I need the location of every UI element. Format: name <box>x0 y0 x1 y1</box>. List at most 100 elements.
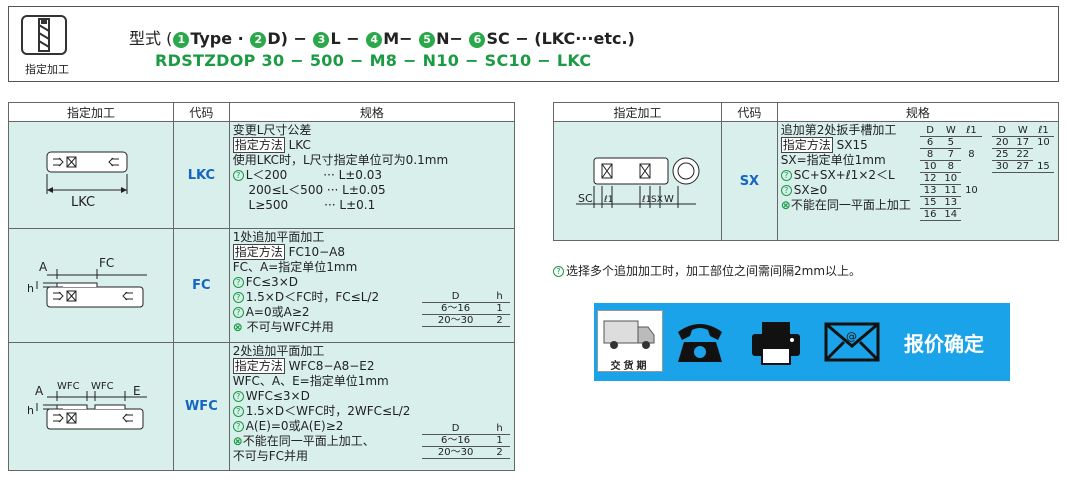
svg-text:ℓ1: ℓ1 <box>641 195 651 205</box>
header-code: 代码 <box>720 102 778 122</box>
code-fc: FC <box>172 228 230 343</box>
header-spec: 规格 <box>776 102 1060 122</box>
spec-fc: 1处追加平面加工 指定方法 FC10−A8 FC、A=指定单位1mm ?FC≤3… <box>228 228 516 343</box>
right-spec-table: 指定加工 代码 规格 SC ℓ1 ℓ1 SX W SX 追加第2处扳手 <box>553 102 1060 241</box>
svg-text:ℓ1: ℓ1 <box>603 195 613 205</box>
svg-text:FC: FC <box>99 256 114 270</box>
spec-lkc: 变更L尺寸公差 指定方法 LKC 使用LKC时，L尺寸指定单位可为0.1mm ?… <box>228 121 516 229</box>
check-icon: ? <box>232 406 244 417</box>
spec-line: ⊗不能在同一平面上加工、 <box>232 434 375 448</box>
sx-figure: SC ℓ1 ℓ1 SX W <box>553 121 722 241</box>
header-code: 代码 <box>172 102 230 122</box>
spec-line: ?FC≤3×D <box>232 275 511 290</box>
spec-line: ⊗不能在同一平面上加工 <box>780 198 911 212</box>
check-icon: ? <box>780 185 792 196</box>
lkc-figure: LKC <box>8 121 174 229</box>
spec-line: 指定方法 SX15 <box>780 137 868 153</box>
spec-line: 指定方法 WFC8−A8−E2 <box>232 358 375 374</box>
model-example: RDSTZDOP 30 − 500 − M8 − N10 − SC10 − LK… <box>155 51 592 70</box>
code-sx: SX <box>720 121 778 241</box>
check-icon: ? <box>232 391 244 402</box>
left-spec-table: 指定加工 代码 规格 LKC LKC 变更L尺寸公差 指定方法 LKC 使用LK… <box>8 102 516 471</box>
spec-line: 使用LKC时，L尺寸指定单位可为0.1mm <box>232 153 449 167</box>
svg-text:h: h <box>27 282 34 295</box>
svg-text:E: E <box>133 384 141 398</box>
check-icon: ? <box>553 266 564 277</box>
lkc-fig-label: LKC <box>71 195 95 210</box>
fax-printer-icon[interactable] <box>748 318 804 366</box>
spec-sx: 追加第2处扳手槽加工 指定方法 SX15 SX=指定单位1mm ?SC+SX+ℓ… <box>776 121 1060 241</box>
delivery-time-button[interactable]: 交货期 <box>597 310 663 372</box>
spec-line: SX=指定单位1mm <box>780 153 886 167</box>
check-icon: ? <box>232 277 244 288</box>
wfc-figure: A WFC WFC E h <box>8 342 174 471</box>
spec-line: 指定方法 FC10−A8 <box>232 244 346 260</box>
spec-line: ?1.5×D＜WFC时，2WFC≤L/2 <box>232 404 511 419</box>
header-process: 指定加工 <box>553 102 722 122</box>
spec-line: ?SX≥0 <box>780 183 1055 198</box>
spec-wfc: 2处追加平面加工 指定方法 WFC8−A8−E2 WFC、A、E=指定单位1mm… <box>228 342 516 471</box>
check-icon: ? <box>232 170 244 181</box>
header-spec: 规格 <box>228 102 516 122</box>
svg-text:WFC: WFC <box>57 381 80 392</box>
icon-caption: 指定加工 <box>25 63 69 76</box>
fc-figure: A FC h <box>8 228 174 343</box>
specified-process-icon-block: 指定加工 <box>17 15 71 76</box>
spec-line: ?WFC≤3×D <box>232 389 511 404</box>
spec-line: 1处追加平面加工 <box>232 230 325 244</box>
svg-text:W: W <box>664 194 674 205</box>
prohibit-icon: ⊗ <box>780 198 791 212</box>
email-icon[interactable]: @ <box>822 320 882 364</box>
formula-prefix: 型式 ( <box>129 29 173 48</box>
spec-line: 不可与FC并用 <box>232 449 309 463</box>
spec-line: 200≤L＜500 ··· L±0.05 <box>232 183 386 197</box>
contact-banner[interactable] <box>594 303 1010 381</box>
spec-line: ?A(E)=0或A(E)≥2 <box>232 419 511 434</box>
svg-text:@: @ <box>846 330 857 343</box>
spec-line: ?SC+SX+ℓ1×2＜L <box>780 168 1055 183</box>
check-icon: ? <box>232 421 244 432</box>
phone-icon[interactable] <box>672 318 728 366</box>
prohibit-icon: ⊗ <box>232 320 243 334</box>
spec-line: 指定方法 LKC <box>232 137 311 153</box>
spec-line: 2处追加平面加工 <box>232 344 325 358</box>
spec-line: ?A=0或A≥2 <box>232 305 511 320</box>
svg-text:SC: SC <box>578 192 593 205</box>
spec-line: ?1.5×D＜FC时，FC≤L/2 <box>232 290 511 305</box>
header-process: 指定加工 <box>8 102 174 122</box>
svg-text:A: A <box>39 260 48 274</box>
check-icon: ? <box>232 292 244 303</box>
svg-text:h: h <box>27 404 34 417</box>
spec-line: L≥500 ··· L±0.1 <box>232 198 376 212</box>
svg-text:SX: SX <box>651 195 663 205</box>
spec-line: 变更L尺寸公差 <box>232 123 312 137</box>
prohibit-icon: ⊗ <box>232 434 243 448</box>
svg-text:A: A <box>35 384 44 398</box>
spec-line: ?L＜200 ··· L±0.03 <box>232 168 511 183</box>
drill-icon <box>21 15 67 55</box>
truck-icon <box>603 320 655 349</box>
svg-text:WFC: WFC <box>91 381 114 392</box>
multi-process-note: ?选择多个追加加工时，加工部位之间需间隔2mm以上。 <box>553 262 861 279</box>
code-lkc: LKC <box>172 121 230 229</box>
spec-line: ⊗ 不可与WFC并用 <box>232 320 334 334</box>
spec-line: WFC、A、E=指定单位1mm <box>232 374 389 388</box>
code-wfc: WFC <box>172 342 230 471</box>
check-icon: ? <box>232 307 244 318</box>
spec-line: 追加第2处扳手槽加工 <box>780 123 897 137</box>
check-icon: ? <box>780 170 792 181</box>
spec-line: FC、A=指定单位1mm <box>232 260 358 274</box>
quote-confirm-button[interactable]: 报价确定 <box>904 332 984 356</box>
